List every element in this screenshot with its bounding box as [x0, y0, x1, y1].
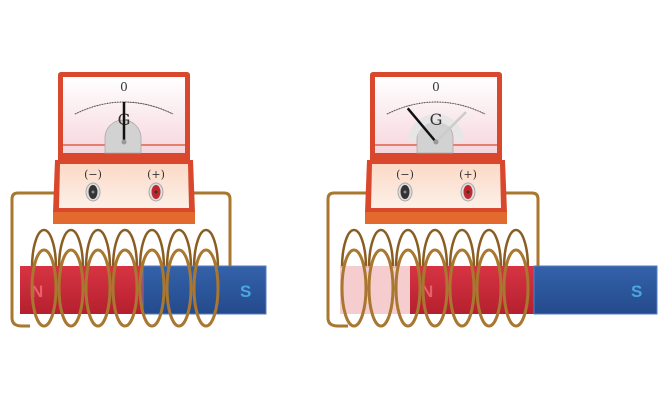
positive-terminal-label: (+) [147, 168, 165, 181]
magnet-previous-position-ghost [340, 266, 412, 314]
negative-terminal-label: (−) [84, 168, 102, 181]
wire-right [466, 191, 540, 268]
coil-back [340, 228, 530, 269]
south-pole-label: S [240, 282, 251, 301]
g-label: G [430, 110, 443, 129]
galvanometer: 0 G (−) (+) [52, 71, 196, 225]
coil-back [30, 228, 220, 269]
needle [406, 107, 437, 143]
galvanometer: 0 G (−) (+) [364, 71, 508, 225]
north-pole-label: N [31, 282, 43, 301]
zero-label: 0 [432, 80, 440, 94]
negative-terminal-label: (−) [396, 168, 414, 181]
panel-moving-magnet: 0 G (−) (+) N S [326, 71, 658, 328]
positive-terminal-label: (+) [459, 168, 477, 181]
negative-terminal [397, 182, 413, 202]
panel-stationary-magnet: 0 G (−) (+) N S [10, 71, 267, 328]
negative-terminal [85, 182, 101, 202]
south-pole-label: S [631, 282, 642, 301]
coil-front [30, 248, 220, 328]
positive-terminal [460, 182, 476, 202]
wire-left [10, 191, 92, 328]
positive-terminal [148, 182, 164, 202]
wire-right [156, 191, 232, 268]
wire-left [326, 191, 402, 328]
coil-front [340, 248, 530, 328]
zero-label: 0 [120, 80, 128, 94]
needle-ghost [435, 111, 467, 143]
